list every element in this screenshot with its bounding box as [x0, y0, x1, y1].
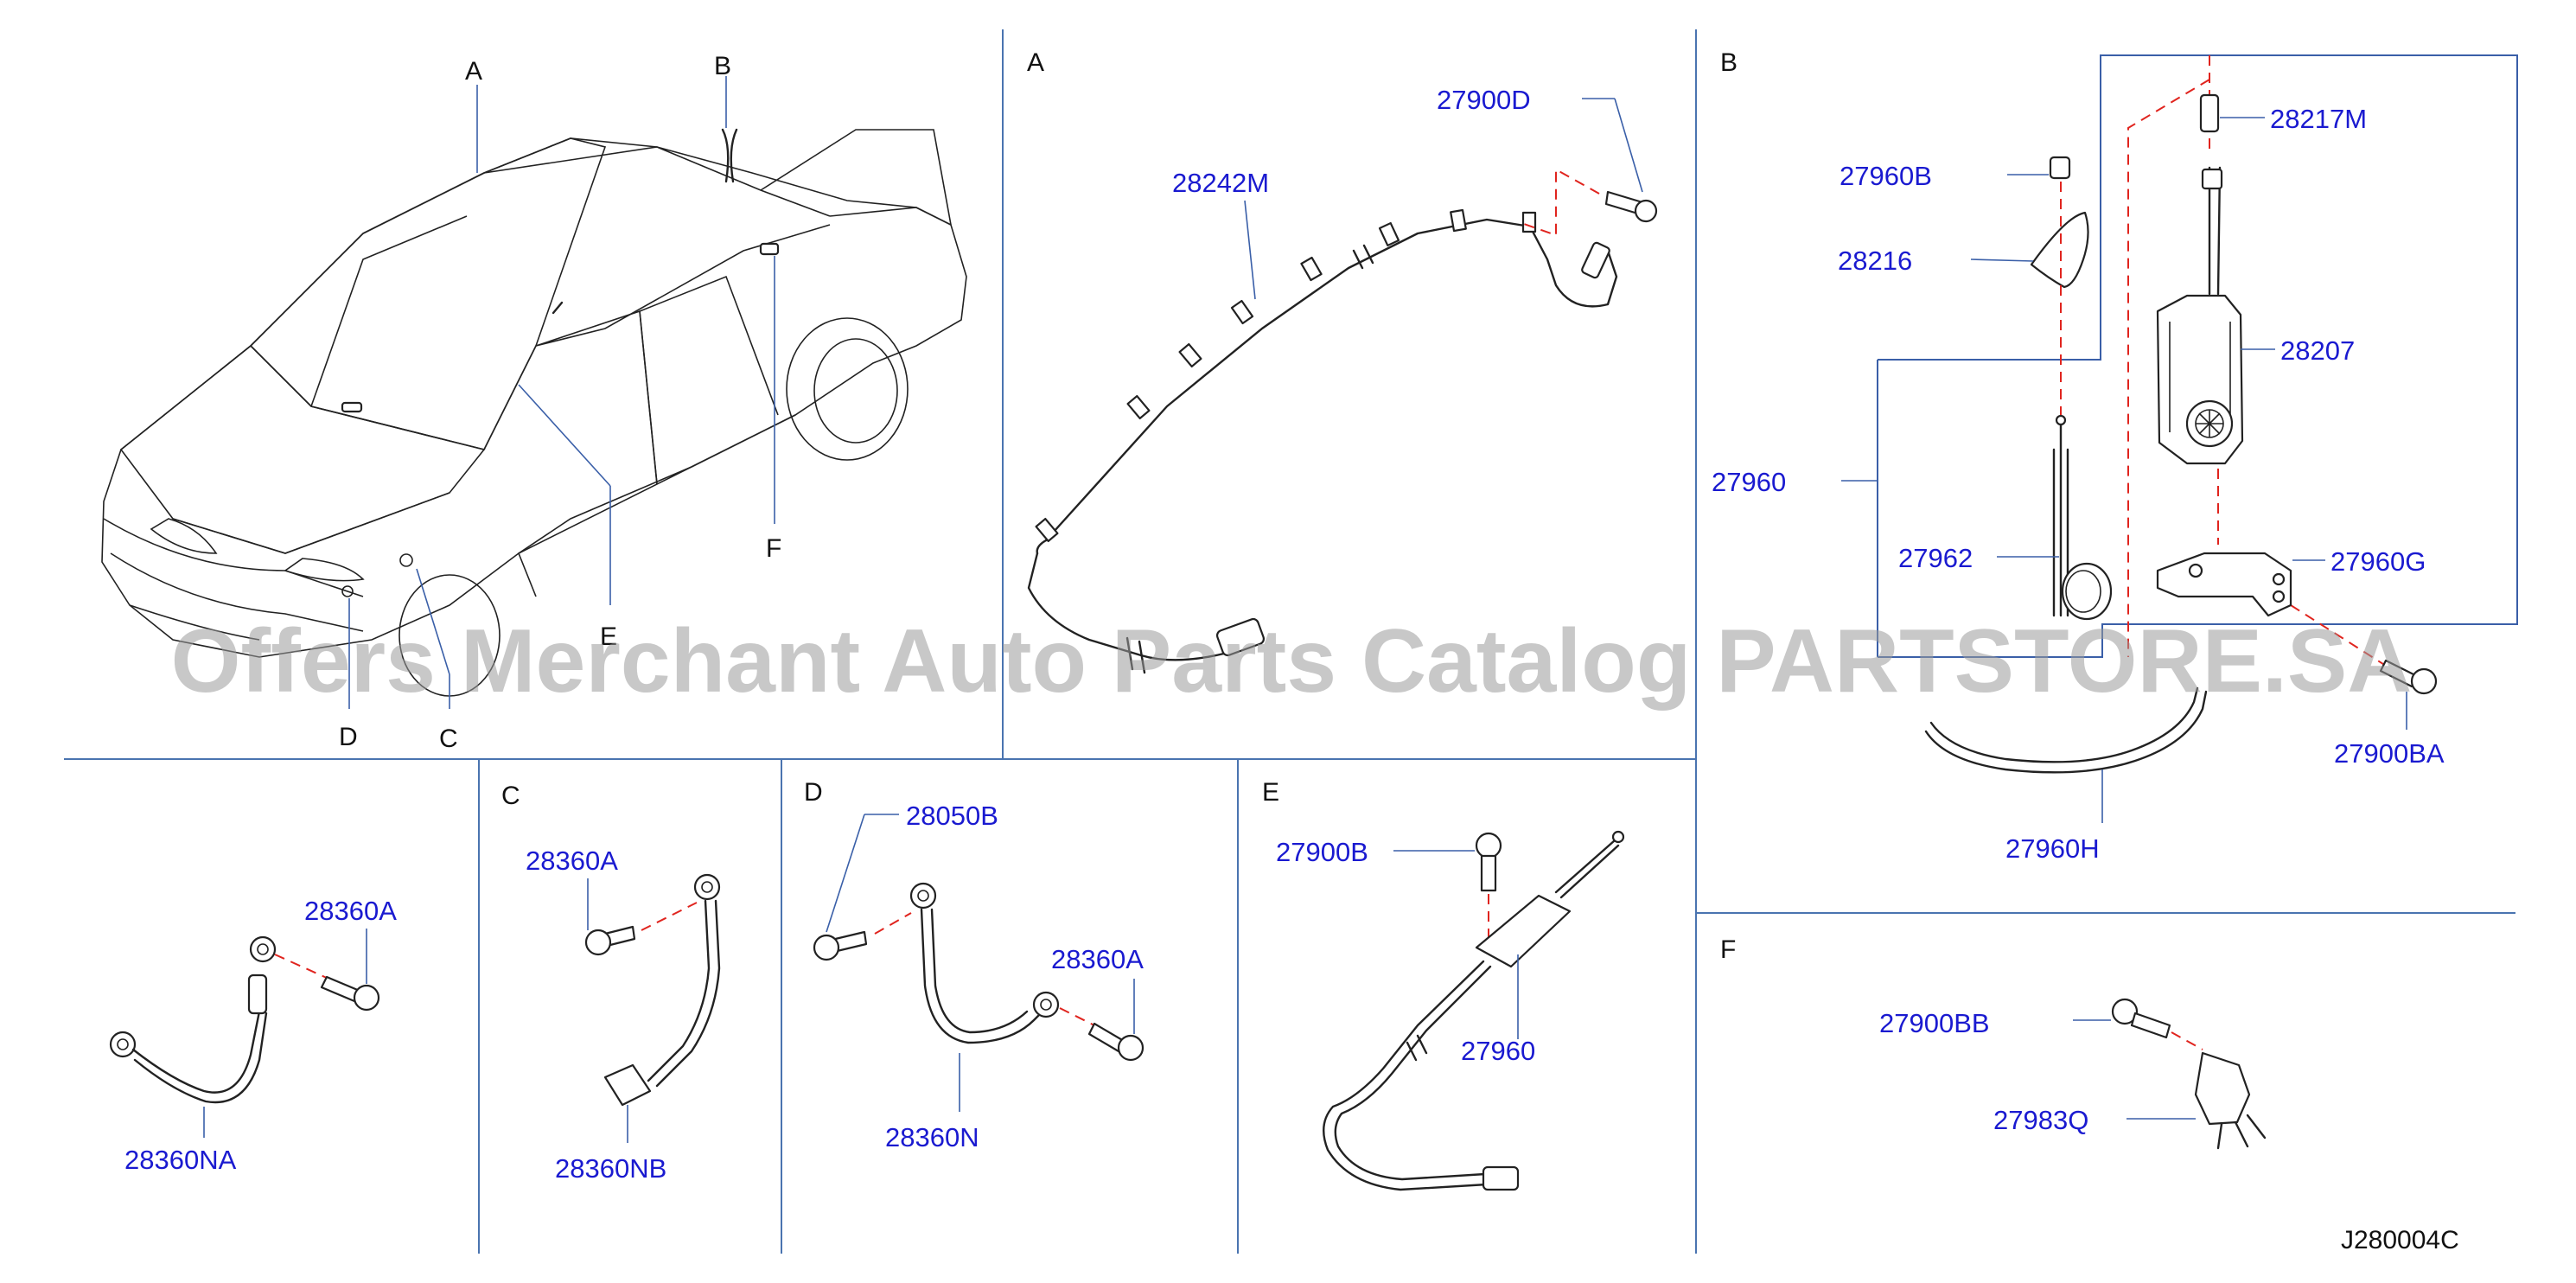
watermark: Offers Merchant Auto Parts Catalog PARTS…	[171, 611, 2413, 712]
label-27960h: 27960H	[2005, 833, 2100, 864]
label-27960b: 27960B	[1840, 161, 1932, 191]
label-28216: 28216	[1838, 246, 1912, 276]
label-28360na: 28360NA	[124, 1145, 237, 1175]
label-27960-e: 27960	[1461, 1036, 1535, 1066]
section-a: A 27900D 28242M	[1027, 48, 1658, 674]
section-b: B	[1712, 48, 2518, 864]
car-callout-d: D	[339, 723, 358, 751]
car-callouts: A B F E D C	[339, 52, 781, 753]
section-dividers	[64, 29, 2515, 1254]
label-28360a-c: 28360A	[526, 846, 618, 876]
section-letter-c: C	[501, 782, 520, 810]
label-27983q: 27983Q	[1993, 1105, 2088, 1135]
label-28207: 28207	[2280, 335, 2355, 366]
label-28360nb: 28360NB	[555, 1153, 666, 1184]
label-27900bb: 27900BB	[1879, 1008, 1990, 1038]
section-ground-strap-left: 28360A 28360NA	[109, 896, 397, 1175]
reference-code: J280004C	[2341, 1226, 2459, 1254]
section-letter-d: D	[804, 778, 823, 807]
label-27962: 27962	[1898, 543, 1973, 573]
label-27900b: 27900B	[1276, 837, 1368, 867]
section-e: E 27900B 27960	[1262, 778, 1625, 1191]
section-letter-b: B	[1720, 48, 1738, 77]
label-28242m: 28242M	[1172, 168, 1269, 198]
label-28217m: 28217M	[2270, 104, 2367, 134]
label-27960g: 27960G	[2331, 546, 2426, 577]
section-c: C 28360A 28360NB	[501, 782, 721, 1184]
label-27900ba: 27900BA	[2334, 738, 2445, 769]
label-28360a-left: 28360A	[304, 896, 397, 926]
section-d: D 28050B 28360A 28360N	[804, 778, 1144, 1152]
car-callout-c: C	[439, 724, 458, 753]
car-callout-a: A	[465, 57, 482, 86]
label-28050b: 28050B	[906, 801, 998, 831]
label-27900d: 27900D	[1437, 85, 1531, 115]
section-letter-e: E	[1262, 778, 1279, 807]
label-28360a-d: 28360A	[1051, 944, 1144, 974]
section-letter-f: F	[1720, 935, 1736, 964]
car-overview	[101, 128, 967, 697]
label-27960-b: 27960	[1712, 467, 1786, 497]
section-letter-a: A	[1027, 48, 1044, 77]
harness-clips	[1035, 208, 1537, 543]
car-callout-e: E	[600, 622, 617, 651]
section-f: F 27900BB 27983Q	[1720, 935, 2267, 1150]
car-callout-b: B	[714, 52, 731, 80]
car-callout-f: F	[766, 534, 781, 563]
label-28360n: 28360N	[885, 1122, 979, 1152]
